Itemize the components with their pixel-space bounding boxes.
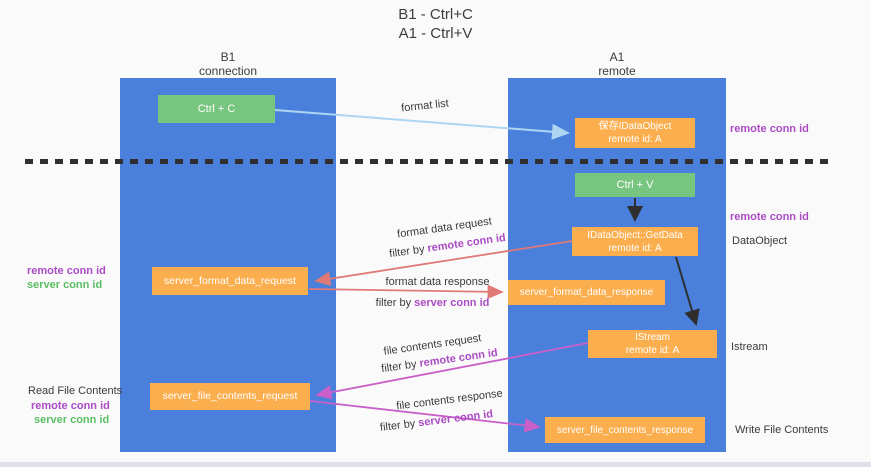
node-server-format-data-response-label: server_format_data_response [519,287,654,298]
label-format-list: format list [400,97,450,115]
node-server-format-data-request: server_format_data_request [152,267,308,295]
label-filter-by-server-1: filter by server conn id [365,297,500,309]
lifeline-left-name: B1 [220,50,236,64]
title-line-1: B1 - Ctrl+C [398,6,473,23]
lifeline-left-subtitle: connection [198,64,258,78]
lifeline-right-header: A1 remote [508,50,726,78]
node-store-idataobject-title: 保存IDataObject [598,121,672,132]
node-getdata-title: IDataObject::GetData [587,229,683,241]
node-ctrl-v-label: Ctrl + V [616,178,654,191]
node-istream-title: IStream [634,332,670,343]
bottom-edge-strip [0,462,871,467]
label-remote-conn-id-mid-right: remote conn id [730,211,809,223]
node-server-format-data-response: server_format_data_response [508,280,665,305]
format-data-response-arrow [308,284,504,299]
node-getdata: IDataObject::GetData remote id: A [572,227,698,256]
node-getdata-subtitle: remote id: A [608,242,662,254]
filter-by-prefix: filter by [388,242,429,261]
label-server-conn-id-mid-left: server conn id [27,279,103,291]
node-istream: IStream remote id: A [588,330,717,358]
node-ctrl-c: Ctrl + C [158,95,275,123]
filter-by-prefix: filter by [380,357,421,376]
label-server-conn-id-bottom-left: server conn id [34,414,110,426]
title-line-2: A1 - Ctrl+V [398,25,473,42]
page-title: B1 - Ctrl+C A1 - Ctrl+V [0,5,871,43]
node-server-file-contents-response-label: server_file_contents_response [556,424,694,436]
label-write-file-contents: Write File Contents [735,424,829,436]
node-ctrl-v: Ctrl + V [575,173,695,197]
node-server-format-data-request-label: server_format_data_request [164,274,296,287]
divider-dashed-line [25,159,833,164]
label-remote-conn-id-bottom-left: remote conn id [31,400,110,412]
remote-conn-id-value: remote conn id [426,231,507,255]
node-server-file-contents-request: server_file_contents_request [150,383,310,410]
node-store-idataobject-subtitle: remote id: A [608,134,662,145]
label-read-file-contents: Read File Contents [28,385,123,397]
lifeline-left-header: B1 connection [120,50,336,78]
label-remote-conn-id-mid-left: remote conn id [27,265,106,277]
server-conn-id-value: server conn id [414,297,490,309]
node-store-idataobject: 保存IDataObject remote id: A [575,118,695,148]
filter-by-prefix: filter by [375,297,415,309]
label-dataobject: DataObject [732,235,788,247]
server-conn-id-value: server conn id [417,408,494,430]
node-server-file-contents-request-label: server_file_contents_request [162,390,298,402]
node-ctrl-c-label: Ctrl + C [197,102,236,115]
lifeline-right-subtitle: remote [598,64,636,78]
node-istream-subtitle: remote id: A [625,345,680,356]
label-format-data-response: format data response [385,276,490,288]
node-server-file-contents-response: server_file_contents_response [545,417,705,443]
label-istream: Istream [731,341,768,353]
filter-by-prefix: filter by [379,417,420,434]
lifeline-right-name: A1 [609,50,625,64]
label-remote-conn-id-top-right: remote conn id [730,123,809,135]
